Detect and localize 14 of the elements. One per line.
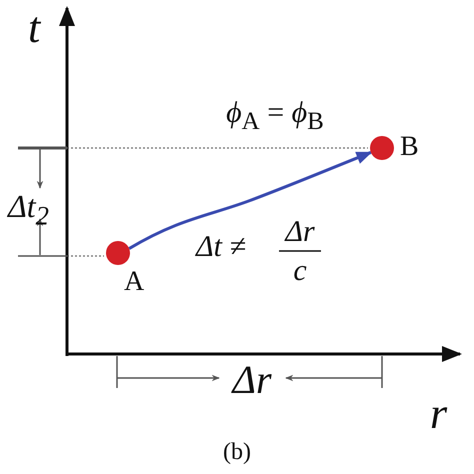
caption: (b) [223,440,251,464]
axis-label: r [430,392,448,436]
dimension-label: Δr [232,360,272,400]
point-label: B [400,133,419,161]
point-marker [370,136,394,160]
point-label: A [124,268,144,296]
axis-label: t [28,6,40,50]
dimension-label: Δt$_{2}$ [8,190,49,230]
arrow [128,151,372,250]
point-marker [106,241,130,265]
equation: ϕ$_{A}$ = ϕ$_{B}$ [226,98,324,134]
equation: Δr [285,217,315,247]
equation: Δt ≠ [196,232,246,262]
equation: c [293,256,307,286]
